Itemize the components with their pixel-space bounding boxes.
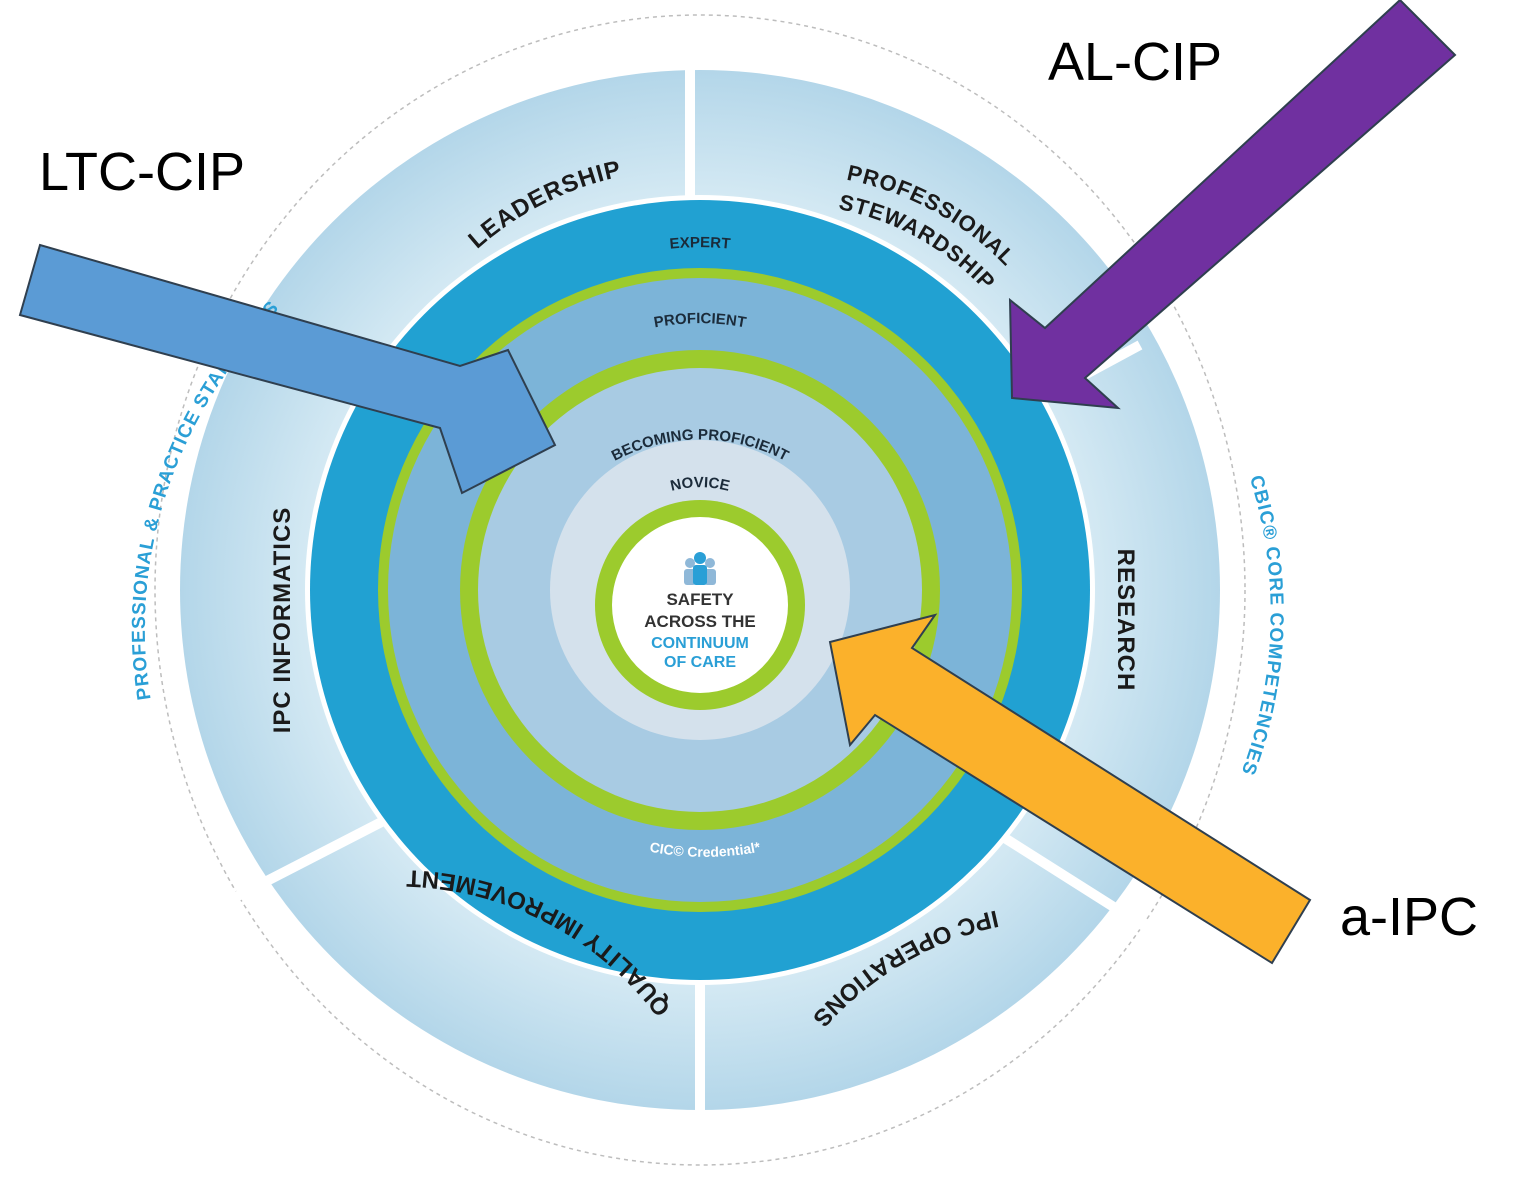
center-line-4: OF CARE [664,654,736,671]
level-proficient-label: PROFICIENT [653,310,748,331]
outer-dashed-circle [154,14,1246,1166]
segment-research-label: RESEARCH [1112,549,1139,692]
arrow-blue [18,243,557,495]
callout-a-ipc: a-IPC [1340,887,1478,947]
arrow-purple [1008,0,1457,410]
center-disk [612,517,788,693]
center-line-2: ACROSS THE [644,612,755,631]
people-icon [684,552,716,585]
arrow-orange [828,613,1312,965]
segment-ipc-informatics-label: IPC INFORMATICS [269,507,296,734]
level-novice-label: NOVICE [669,474,732,495]
callout-al-cip: AL-CIP [1048,32,1222,92]
center-line-3: CONTINUUM [651,635,749,652]
credential-label: CIC© Credential* [649,839,762,860]
callout-ltc-cip: LTC-CIP [39,142,245,202]
center-line-1: SAFETY [666,590,734,609]
